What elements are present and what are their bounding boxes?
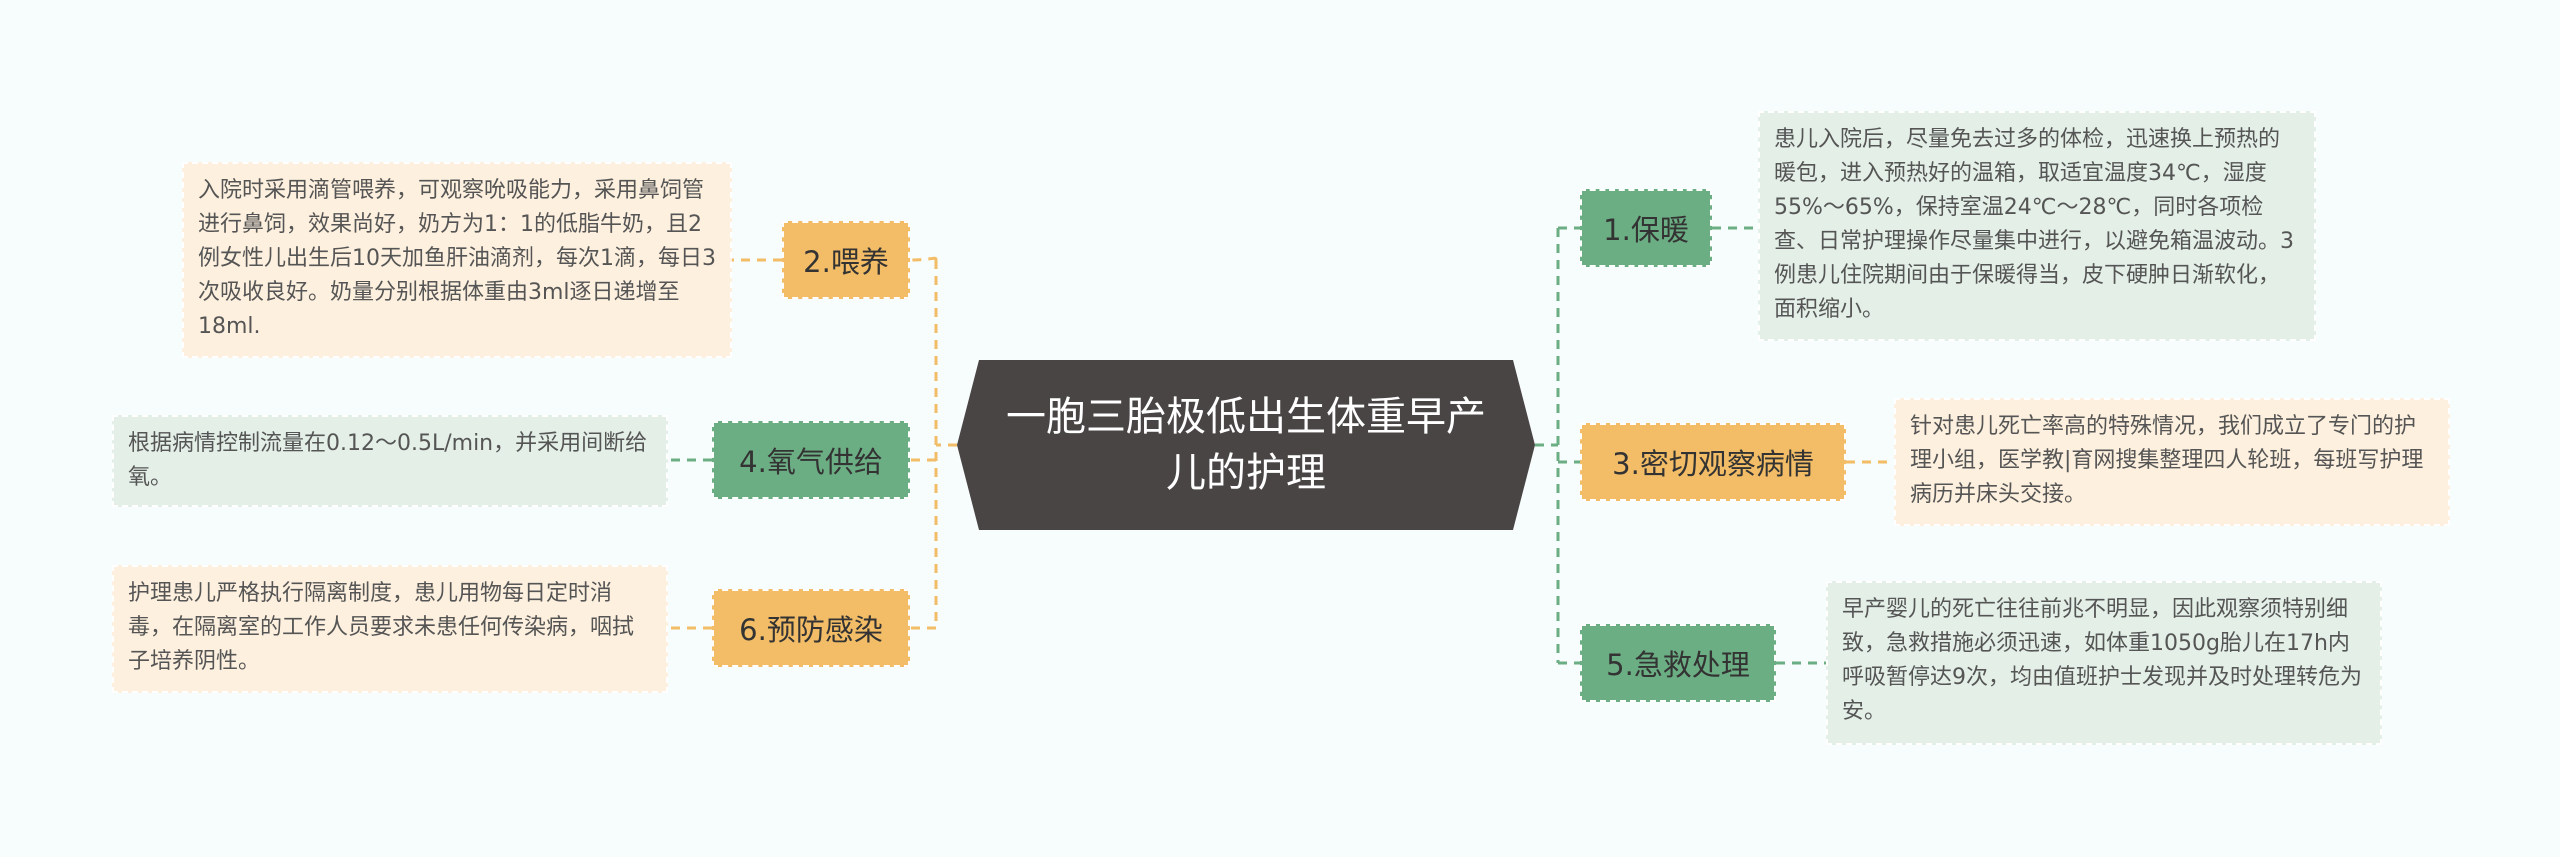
central-topic-title: 一胞三胎极低出生体重早产儿的护理 xyxy=(1006,394,1486,496)
branch-feeding[interactable]: 2.喂养 xyxy=(782,221,910,299)
detail-oxygen: 根据病情控制流量在0.12～0.5L/min，并采用间断给氧。 xyxy=(112,415,668,507)
branch-infection[interactable]: 6.预防感染 xyxy=(712,589,910,667)
connector-to-feeding xyxy=(909,256,938,262)
detail-infection: 护理患儿严格执行隔离制度，患儿用物每日定时消毒，在隔离室的工作人员要求未患任何传… xyxy=(112,565,668,693)
detail-rescue: 早产婴儿的死亡往往前兆不明显，因此观察须特别细致，急救措施必须迅速，如体重105… xyxy=(1826,581,2382,745)
detail-feeding: 入院时采用滴管喂养，可观察吮吸能力，采用鼻饲管进行鼻饲，效果尚好，奶方为1：1的… xyxy=(182,162,732,358)
central-hexagon xyxy=(957,360,1535,530)
branch-observe[interactable]: 3.密切观察病情 xyxy=(1580,423,1846,501)
branch-warmth[interactable]: 1.保暖 xyxy=(1580,189,1712,267)
detail-warmth: 患儿入院后，尽量免去过多的体检，迅速换上预热的暖包，进入预热好的温箱，取适宜温度… xyxy=(1758,111,2316,341)
branch-oxygen[interactable]: 4.氧气供给 xyxy=(712,421,910,499)
central-topic[interactable]: 一胞三胎极低出生体重早产儿的护理 xyxy=(957,360,1535,530)
branch-rescue[interactable]: 5.急救处理 xyxy=(1580,624,1776,702)
detail-observe: 针对患儿死亡率高的特殊情况，我们成立了专门的护理小组，医学教|育网搜集整理四人轮… xyxy=(1894,398,2450,526)
